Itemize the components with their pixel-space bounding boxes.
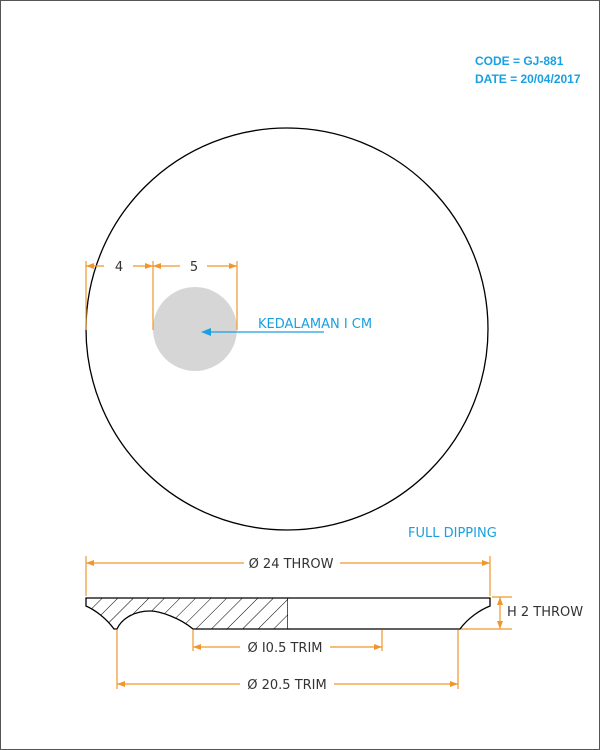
outer-trim-label: Ø 20.5 TRIM	[247, 678, 326, 693]
section-hatched-half	[85, 597, 289, 630]
full-dipping-label: FULL DIPPING	[408, 526, 497, 541]
depth-leader-arrow	[201, 328, 211, 336]
dimension-arrowheads-top	[86, 263, 237, 269]
date-label: DATE = 20/04/2017	[475, 72, 581, 86]
code-label: CODE = GJ-881	[475, 54, 564, 68]
dimension-4-text: 4	[115, 260, 123, 275]
section-dimension-lines	[86, 562, 501, 685]
depth-label: KEDALAMAN I CM	[258, 317, 372, 332]
height-label: H 2 THROW	[507, 605, 583, 620]
section-plain-half	[288, 597, 491, 630]
dimension-5-text: 5	[190, 260, 198, 275]
section-arrowheads	[86, 560, 503, 687]
outer-diameter-label: Ø 24 THROW	[249, 557, 334, 572]
inner-trim-label: Ø I0.5 TRIM	[247, 641, 322, 656]
depression-hole	[153, 287, 237, 371]
